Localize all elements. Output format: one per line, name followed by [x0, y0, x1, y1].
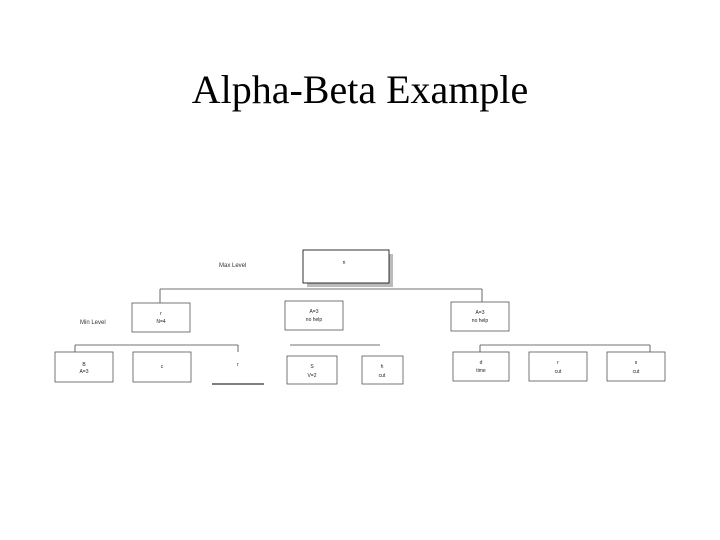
node-min1: r N=4 — [131, 302, 191, 333]
node-leaf1: B A=3 — [54, 351, 114, 383]
node-leaf4-line2: V=2 — [307, 373, 316, 379]
node-leaf7-line2: cut — [555, 369, 562, 375]
node-min1-line1: r — [160, 311, 162, 317]
node-leaf4: S V=2 — [286, 355, 338, 385]
node-leaf8-line2: cut — [633, 369, 640, 375]
node-root: n — [302, 249, 393, 287]
max-level-label: Max Level — [219, 263, 246, 269]
node-leaf3: r — [212, 362, 264, 385]
node-leaf1-line2: A=3 — [79, 369, 88, 375]
node-leaf2: c — [132, 351, 192, 383]
node-leaf3-line1: r — [237, 362, 239, 368]
node-leaf5-line2: cut — [379, 373, 386, 379]
node-leaf6-line2: time — [476, 368, 486, 374]
node-leaf4-line1: S — [310, 364, 314, 370]
node-leaf2-line1: c — [161, 364, 164, 370]
node-root-label: n — [343, 260, 346, 266]
min-level-label: Min Level — [80, 320, 106, 326]
node-leaf5: h cut — [361, 355, 404, 385]
node-leaf7-line1: r — [557, 360, 559, 366]
node-min2-line2: no help — [306, 317, 323, 323]
node-min1-line2: N=4 — [156, 319, 166, 325]
slide-title: Alpha-Beta Example — [191, 67, 529, 112]
node-min3-line2: no help — [472, 318, 489, 324]
node-min2-line1: A=3 — [309, 309, 318, 315]
node-leaf6: d time — [452, 351, 510, 382]
node-min2: A=3 no help — [284, 300, 344, 331]
node-leaf8-line1: s — [635, 360, 638, 366]
node-min3: A=3 no help — [450, 301, 510, 332]
node-leaf8: s cut — [606, 351, 666, 382]
node-min3-line1: A=3 — [475, 310, 484, 316]
node-leaf7: r cut — [528, 351, 588, 382]
node-leaf1-line1: B — [82, 362, 86, 368]
node-leaf6-line1: d — [480, 360, 483, 366]
node-leaf5-line1: h — [381, 364, 384, 370]
